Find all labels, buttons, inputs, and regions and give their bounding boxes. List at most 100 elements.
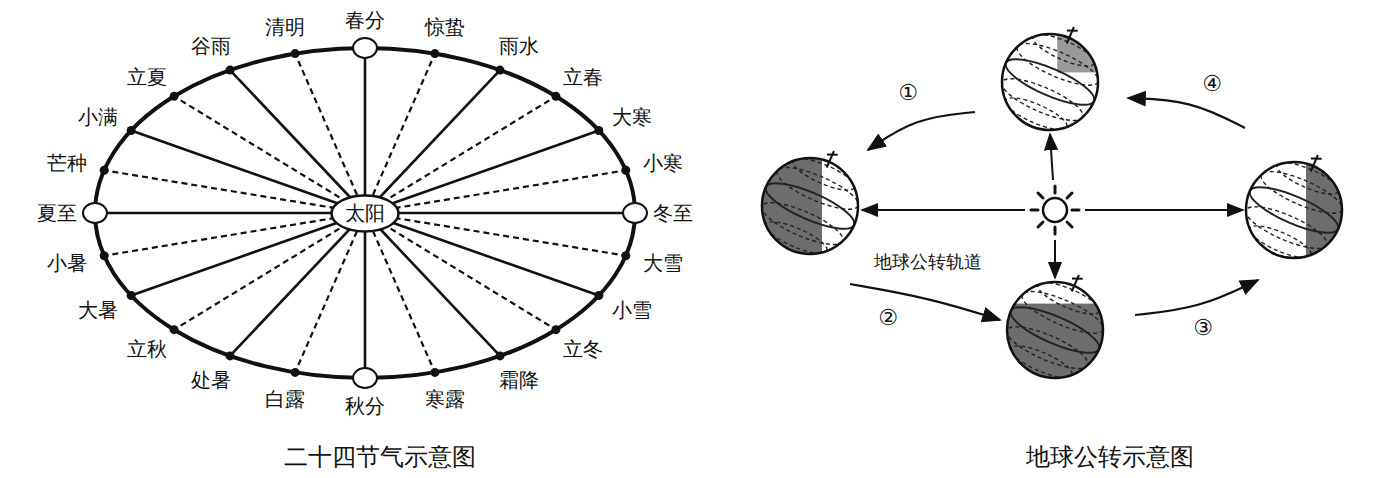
cardinal-marker (623, 203, 647, 223)
callout-number: ① (898, 80, 918, 105)
term-dot (430, 368, 439, 377)
term-dot (291, 368, 300, 377)
sun-line (365, 213, 435, 372)
solar-term: 春分 (345, 9, 385, 32)
term-dot (226, 351, 235, 360)
axis-tick (1311, 155, 1322, 163)
sun-line (364, 213, 367, 378)
light-arrow (1054, 240, 1056, 278)
solar-term: 小寒 (643, 152, 683, 175)
sun-line (104, 213, 365, 256)
latitude-line (1006, 299, 1105, 362)
latitude-line (1002, 319, 1093, 377)
sun-line (365, 213, 599, 296)
solar-term: 寒露 (425, 388, 465, 411)
sun-line (295, 54, 365, 213)
sun-line (230, 213, 365, 356)
term-points (83, 38, 647, 388)
solar-term: 立春 (563, 65, 603, 88)
solar-term: 小暑 (47, 251, 87, 274)
axis-tick (1072, 275, 1083, 283)
term-dot (621, 166, 630, 175)
earth-globe (748, 147, 871, 266)
term-dot (551, 325, 560, 334)
term-dot (430, 49, 439, 58)
solar-term: 冬至 (653, 202, 693, 225)
orbit-arrow (868, 112, 975, 150)
solar-term: 处暑 (191, 369, 231, 392)
solar-term: 大雪 (643, 251, 683, 274)
sun-ray (1038, 222, 1043, 227)
term-dot (551, 92, 560, 101)
cardinal-marker (353, 38, 377, 58)
solar-term: 秋分 (345, 395, 385, 418)
sun-line (230, 70, 365, 213)
term-dot (100, 166, 109, 175)
light-arrow (1085, 209, 1243, 211)
sun-line (365, 212, 635, 215)
latitude-line (1001, 51, 1100, 114)
term-dot (226, 66, 235, 75)
solar-term: 小雪 (612, 298, 652, 321)
term-dot (594, 126, 603, 135)
latitude-line (761, 175, 860, 238)
term-dot (291, 49, 300, 58)
term-dot (170, 92, 179, 101)
latitude-line (997, 71, 1088, 129)
axis-tick (827, 151, 838, 159)
term-dot (170, 325, 179, 334)
solar-term: 立冬 (563, 338, 603, 361)
sun-line (365, 131, 599, 214)
term-dot (496, 351, 505, 360)
sun-line (295, 213, 365, 372)
sun-line (131, 131, 365, 214)
earth-axis (827, 151, 834, 168)
earth-axis (1067, 27, 1074, 44)
sun-ray (1067, 193, 1072, 198)
solar-term: 白露 (265, 388, 305, 411)
solar-term: 大暑 (78, 298, 118, 321)
sun-ray (1072, 209, 1079, 212)
solar-term: 立夏 (127, 65, 167, 88)
solar-term: 惊蛰 (425, 15, 465, 38)
cardinal-marker (83, 203, 107, 223)
callout-number: ③ (1193, 315, 1213, 340)
orbit-arrow (850, 284, 1000, 320)
earth-axis (1072, 275, 1079, 292)
solar-term: 小满 (78, 105, 118, 128)
sun-line (365, 54, 435, 213)
sun-ray (1054, 186, 1057, 193)
solar-term: 立秋 (127, 338, 167, 361)
term-dot (100, 251, 109, 260)
solar-term: 谷雨 (191, 34, 231, 57)
solar-term: 大寒 (612, 105, 652, 128)
solar-term: 霜降 (499, 369, 539, 392)
earth-globe (988, 23, 1111, 142)
axis-tick (1067, 27, 1078, 35)
node-text: 太阳 (330, 200, 400, 227)
orbit-ellipse (95, 48, 635, 378)
sun-line (131, 213, 365, 296)
term-dot (127, 291, 136, 300)
callout-number: ② (878, 305, 898, 330)
sun-line (95, 212, 365, 215)
light-arrow (1050, 134, 1053, 180)
sun-ray (1031, 209, 1038, 212)
sun-line (365, 70, 500, 213)
earth-globe (1232, 151, 1355, 270)
term-dot (621, 251, 630, 260)
latitude-line (1245, 179, 1344, 242)
sun-line (365, 213, 500, 356)
solar-term: 清明 (265, 15, 305, 38)
solar-term: 芒种 (47, 152, 87, 175)
cardinal-marker (353, 368, 377, 388)
sun-symbol (1031, 186, 1079, 234)
sun-rays (95, 48, 635, 378)
term-dot (496, 66, 505, 75)
orbit-arrow (1135, 280, 1258, 315)
sun-ray (1067, 222, 1072, 227)
earth-axis (1311, 155, 1318, 172)
term-dot (594, 291, 603, 300)
orbit-label: 地球公转轨道 (874, 252, 982, 273)
